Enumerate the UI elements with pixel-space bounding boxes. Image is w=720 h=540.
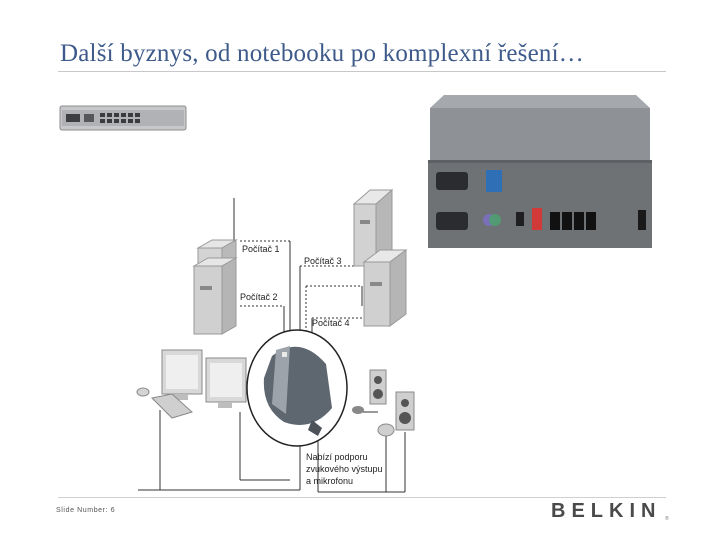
mouse-icon	[137, 388, 149, 396]
rack-kvm-switch-icon	[60, 106, 186, 130]
tower-pc-icon	[194, 258, 236, 334]
computer-3-label: Počítač 3	[304, 256, 342, 266]
audio-note-line-3: a mikrofonu	[306, 476, 353, 486]
computer-1-label: Počítač 1	[242, 244, 280, 254]
speaker-icon	[396, 392, 414, 430]
computer-2-label: Počítač 2	[240, 292, 278, 302]
microphone-icon	[352, 406, 394, 436]
kvm-switch-device-icon	[247, 330, 347, 446]
monitor-icon	[162, 350, 202, 400]
footer-divider	[58, 497, 666, 498]
slide-number: Slide Number: 6	[56, 507, 115, 514]
audio-note-line-1: Nabízí podporu	[306, 452, 368, 462]
kvm-switch-rear-panel-icon	[428, 95, 652, 248]
belkin-logo: BELKIN	[551, 500, 661, 523]
monitor-icon	[206, 358, 246, 408]
tower-pc-icon	[364, 250, 406, 326]
computer-4-label: Počítač 4	[312, 318, 350, 328]
registered-mark: ®	[665, 516, 669, 522]
audio-note-line-2: zvukového výstupu	[306, 464, 383, 474]
speaker-icon	[370, 370, 386, 404]
